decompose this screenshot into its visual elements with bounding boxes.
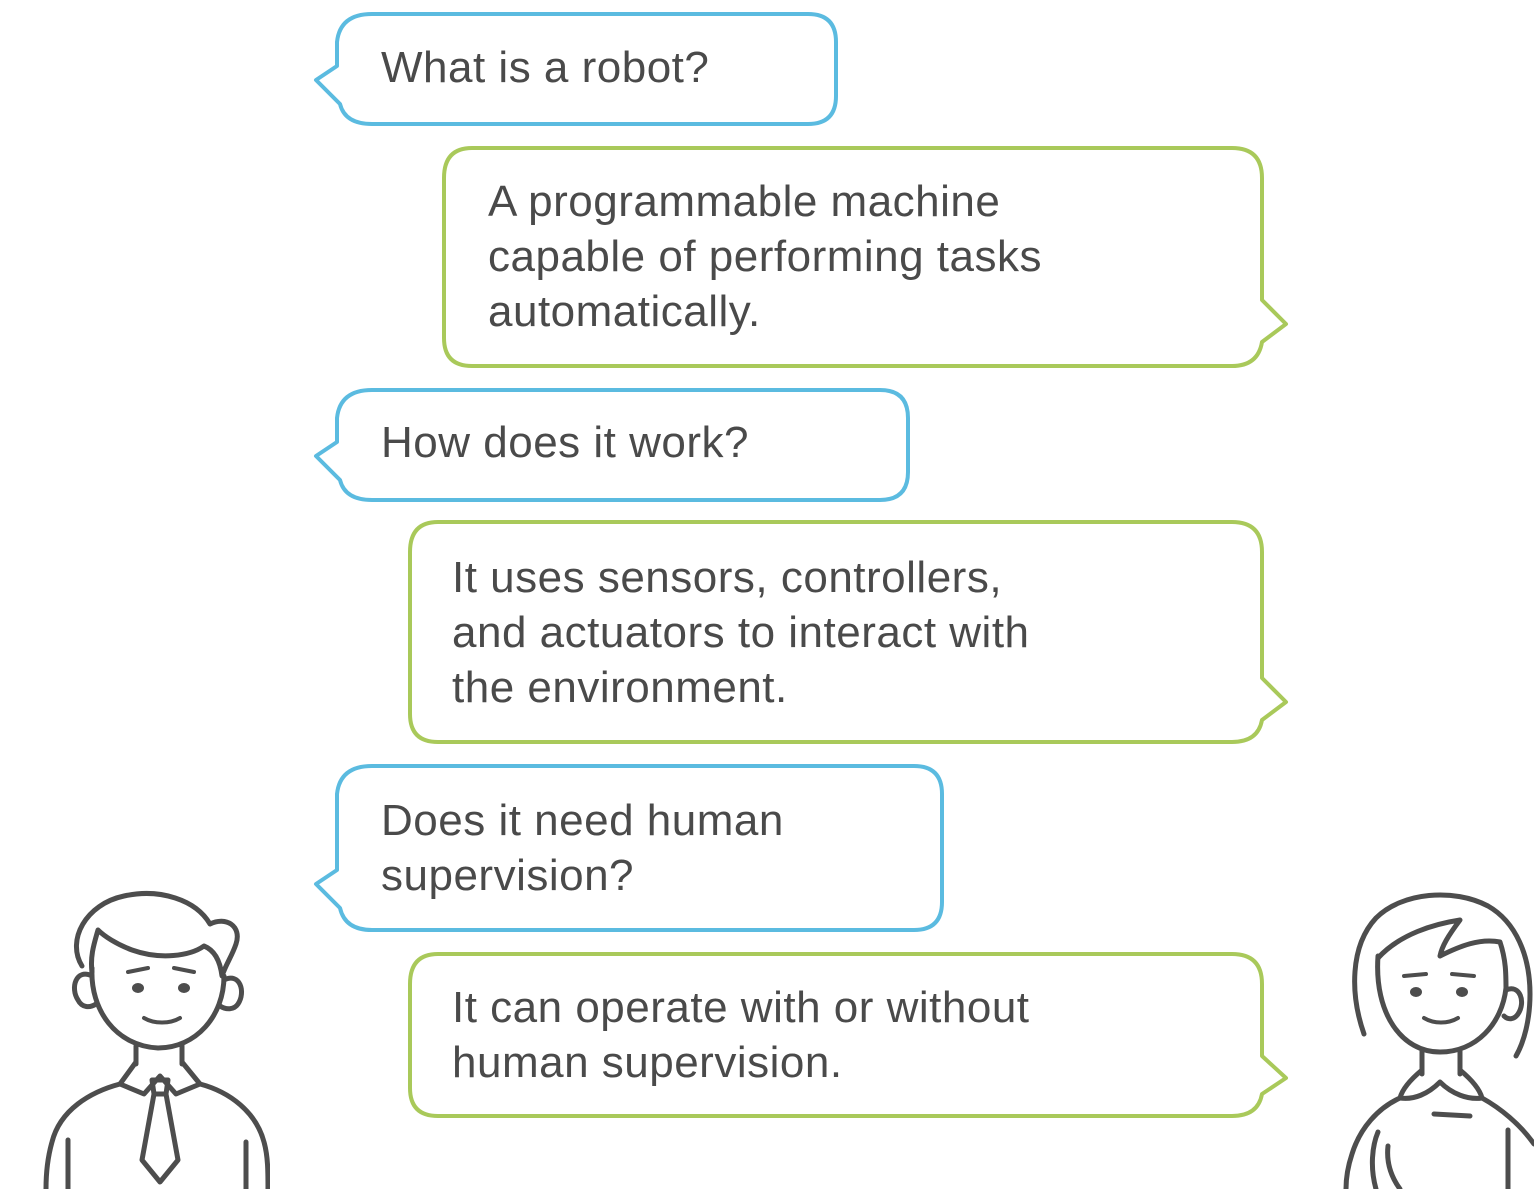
answer-1-line-3: automatically. (488, 287, 761, 336)
answer-2-line-1: It uses sensors, controllers, (452, 553, 1003, 602)
woman-icon (1343, 892, 1534, 1189)
answer-2-line-3: the environment. (452, 663, 788, 712)
question-3-line-1: Does it need human (381, 796, 784, 845)
answer-2-text: It uses sensors, controllers, and actuat… (452, 550, 1030, 715)
answer-1-text: A programmable machine capable of perfor… (488, 174, 1042, 339)
answer-3-line-1: It can operate with or without (452, 983, 1030, 1032)
man-with-tie-icon (43, 891, 270, 1189)
question-3-text: Does it need human supervision? (381, 793, 784, 903)
answer-1-line-1: A programmable machine (488, 177, 1001, 226)
question-2-text: How does it work? (381, 415, 749, 470)
question-2-line-1: How does it work? (381, 418, 749, 467)
answer-3-text: It can operate with or without human sup… (452, 980, 1030, 1090)
question-3-line-2: supervision? (381, 851, 635, 900)
question-1-text: What is a robot? (381, 40, 709, 95)
question-1-line-1: What is a robot? (381, 43, 710, 92)
answer-1-line-2: capable of performing tasks (488, 232, 1043, 281)
answer-3-line-2: human supervision. (452, 1038, 843, 1087)
answer-2-line-2: and actuators to interact with (452, 608, 1030, 657)
